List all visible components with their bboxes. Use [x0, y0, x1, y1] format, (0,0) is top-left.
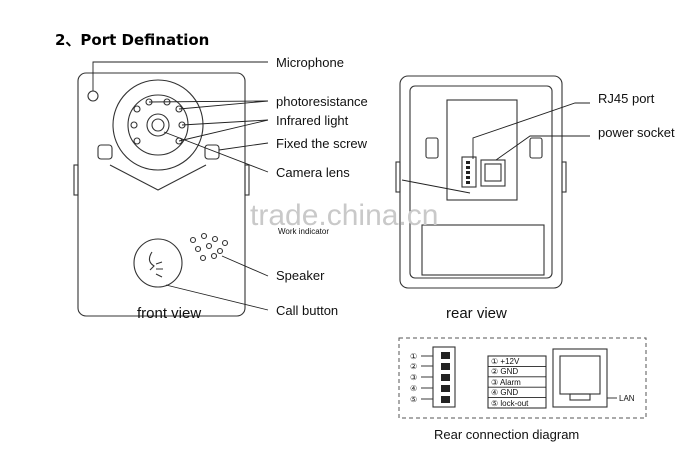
pin-number-1: ①	[410, 352, 417, 361]
rear-view-caption: rear view	[446, 305, 507, 322]
infrared-leds	[130, 98, 186, 145]
pin-number-3: ③	[410, 373, 417, 382]
front-view-caption: front view	[137, 305, 201, 322]
pin-label-4: ④ GND	[491, 388, 518, 397]
left-screw-icon	[97, 144, 113, 160]
label-speaker: Speaker	[276, 268, 325, 283]
pin-number-4: ④	[410, 384, 417, 393]
label-photoresistance: photoresistance	[276, 94, 368, 109]
pin-number-2: ②	[410, 362, 417, 371]
pin-label-2: ② GND	[491, 367, 518, 376]
lan-jack-inner	[559, 355, 601, 395]
lan-jack-tab	[569, 393, 591, 401]
label-camera-lens: Camera lens	[276, 165, 350, 180]
rear-module-area	[446, 99, 518, 201]
rear-leader-lines	[401, 102, 590, 194]
rj45-port-icon	[480, 159, 506, 187]
connection-diagram-frame	[398, 337, 647, 419]
front-leader-lines	[92, 61, 269, 311]
call-button-icon	[133, 238, 183, 288]
connection-diagram-caption: Rear connection diagram	[434, 427, 579, 442]
power-socket-icon	[461, 156, 477, 188]
rear-lower-panel	[421, 224, 545, 276]
front-left-clip	[73, 164, 79, 196]
camera-lens-inner	[151, 118, 165, 132]
pin-label-table	[487, 355, 547, 409]
rear-right-slot	[529, 137, 543, 159]
camera-lens-icon	[146, 113, 170, 137]
pin-label-5: ⑤ lock-out	[491, 399, 529, 408]
rear-left-slot	[425, 137, 439, 159]
lan-jack-icon	[552, 348, 608, 408]
front-right-clip	[244, 164, 250, 196]
page-title: 2、Port Defination	[55, 31, 209, 49]
rear-view-device	[395, 75, 567, 289]
pin-label-1: ① +12V	[491, 357, 520, 366]
rear-panel-inner	[409, 85, 553, 279]
label-call-button: Call button	[276, 303, 338, 318]
rear-right-clip	[561, 161, 567, 193]
watermark-text: trade.china.cn	[250, 199, 438, 232]
right-screw-icon	[204, 144, 220, 160]
label-microphone: Microphone	[276, 55, 344, 70]
power-connector-icon	[432, 346, 456, 408]
call-face-icon	[148, 251, 163, 278]
label-infrared-light: Infrared light	[276, 113, 349, 128]
camera-chevron	[109, 164, 207, 191]
label-rj45-port: RJ45 port	[598, 91, 655, 106]
rear-connection-diagram: ① ② ③ ④ ⑤ ① +12V ② GND ③ Alarm ④ GND ⑤ l…	[398, 337, 647, 419]
label-lan: LAN	[619, 394, 635, 403]
speaker-icon	[189, 232, 229, 262]
front-view-device	[73, 72, 250, 317]
camera-housing	[112, 79, 204, 171]
pin-label-3: ③ Alarm	[491, 378, 521, 387]
label-fixed-screw: Fixed the screw	[276, 136, 368, 151]
watermark-subtext: Work indicator	[278, 227, 329, 236]
power-socket-pins	[466, 161, 470, 184]
label-power-socket: power socket	[598, 125, 675, 140]
microphone-icon	[87, 90, 99, 102]
pin-number-5: ⑤	[410, 395, 417, 404]
front-panel-outline	[77, 72, 246, 317]
rear-left-clip	[395, 161, 401, 193]
rj45-port-inner	[484, 163, 502, 182]
